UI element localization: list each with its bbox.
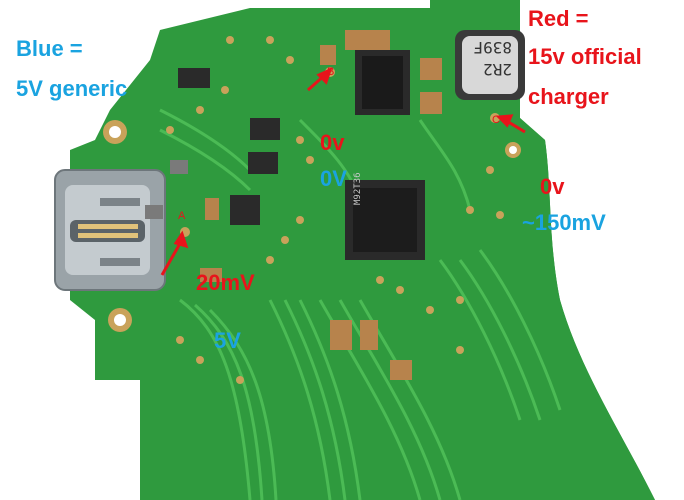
reading-b-red: 0v — [320, 130, 345, 155]
passive-components — [145, 30, 442, 380]
red-legend-line2: 15v official — [528, 44, 642, 69]
point-label-a: A — [178, 210, 186, 222]
pcb-right-area — [430, 0, 684, 500]
reading-a-blue: 5V — [214, 328, 241, 353]
red-legend-line1: Red = — [528, 6, 589, 31]
mounting-holes — [103, 120, 521, 332]
red-legend-line3: charger — [528, 84, 609, 109]
annotation-arrows — [160, 67, 526, 276]
point-label-c: C — [492, 114, 500, 126]
blue-legend-line1: Blue = — [16, 36, 83, 61]
svg-text:M92T36: M92T36 — [353, 172, 363, 205]
reading-a-red: 20mV — [196, 270, 255, 295]
point-label-b: B — [327, 66, 335, 78]
arrow-a — [160, 239, 184, 276]
reading-b-blue: 0V — [320, 166, 347, 191]
pcb-right-lobe — [430, 0, 655, 500]
blue-legend-line2: 5V generic — [16, 76, 128, 101]
inductor-marking-line1: 2R2 — [483, 60, 512, 79]
usb-c-connector — [54, 169, 166, 291]
ic-center: M92T36 — [345, 172, 425, 260]
reading-c-red: 0v — [540, 174, 565, 199]
inductor: 2R2 839F — [455, 30, 525, 100]
inductor-marking-line2: 839F — [473, 38, 512, 57]
pcb-traces — [159, 108, 562, 500]
ic-top-center — [355, 50, 410, 115]
ic-small-left — [178, 68, 280, 225]
reading-c-blue: ~150mV — [522, 210, 606, 235]
